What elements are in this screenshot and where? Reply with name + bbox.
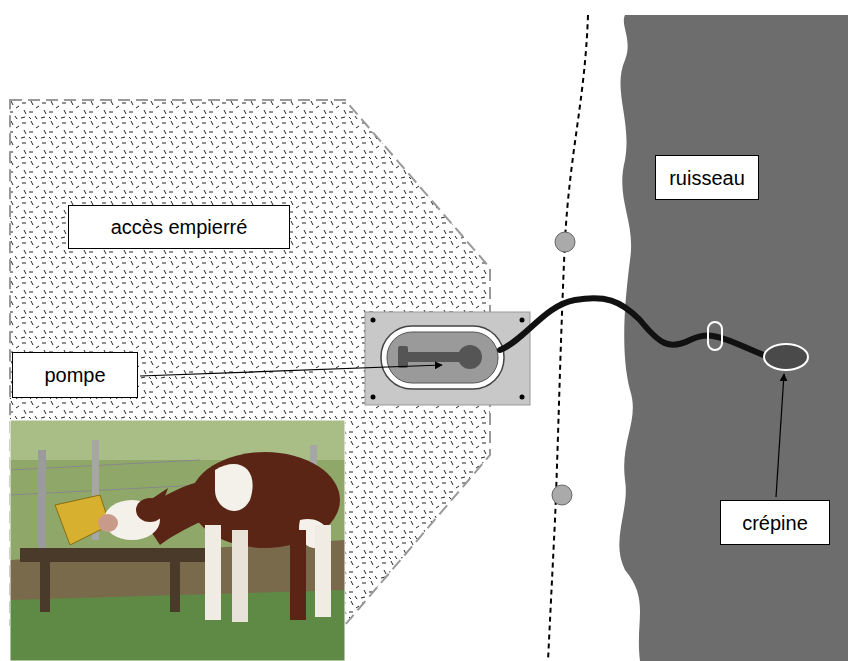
hose	[500, 298, 766, 356]
anchor-dot	[520, 395, 525, 400]
photo-frame	[10, 420, 345, 661]
fence-line	[548, 15, 588, 661]
part-label: crépine	[720, 500, 830, 545]
cow-photo	[10, 420, 345, 661]
fence-post	[555, 232, 575, 252]
anchor-dot	[371, 395, 376, 400]
pump-basin	[387, 332, 498, 383]
part-label: pompe	[12, 352, 138, 398]
hose-clamp	[708, 322, 722, 350]
leader-line	[140, 365, 442, 376]
anchor-dot	[520, 318, 525, 323]
label-text: accès empierré	[111, 215, 248, 239]
label-text: pompe	[44, 363, 105, 387]
pump-platform	[365, 312, 530, 405]
area-label: accès empierré	[68, 205, 290, 249]
strainer	[764, 344, 808, 370]
anchor-dot	[371, 318, 376, 323]
label-text: crépine	[742, 511, 808, 535]
leader-line	[776, 374, 784, 497]
area-label: ruisseau	[655, 155, 759, 200]
label-text: ruisseau	[669, 166, 745, 190]
pump-basin-outline	[381, 326, 504, 389]
fence-post	[552, 485, 572, 505]
